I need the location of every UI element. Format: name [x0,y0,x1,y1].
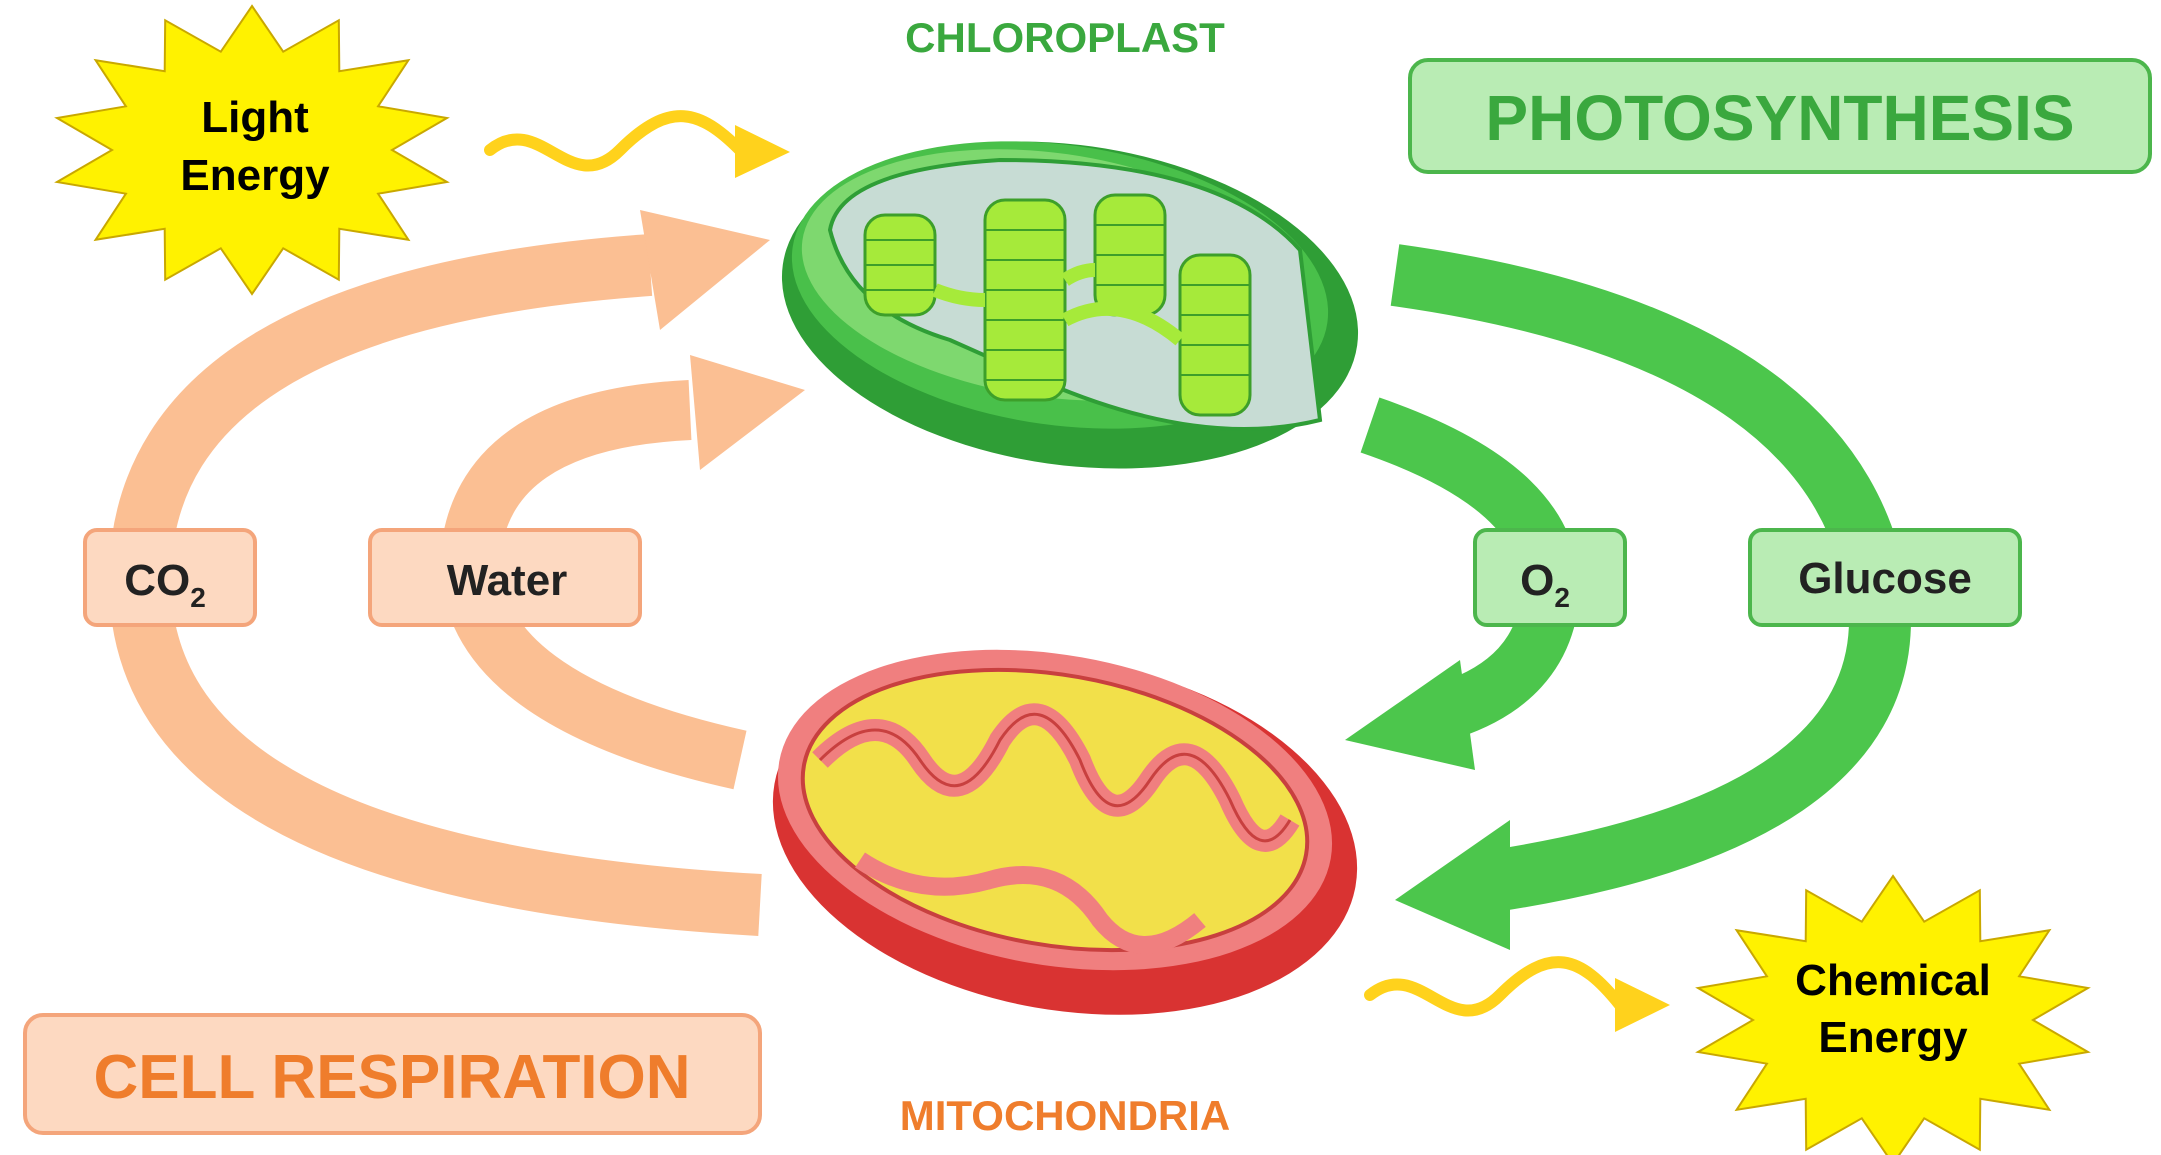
glucose-box: Glucose [1748,528,2022,627]
o2-label: O [1520,556,1554,605]
light-energy-star: Light Energy [54,4,450,296]
light-energy-label-line2: Energy [180,151,330,200]
photosynthesis-label: PHOTOSYNTHESIS [1485,82,2074,154]
chemical-wave-arrow [1364,956,1670,1032]
light-wave-arrow [484,110,790,178]
mitochondria-illustration [772,649,1358,1015]
svg-text:CO2: CO2 [124,556,206,613]
photosynthesis-box: PHOTOSYNTHESIS [1408,58,2152,174]
light-energy-label-line1: Light [201,93,309,142]
chloroplast-illustration [781,141,1359,469]
o2-subscript: 2 [1554,582,1570,613]
cell-respiration-label: CELL RESPIRATION [93,1043,690,1112]
chloroplast-label: CHLOROPLAST [905,14,1225,61]
mitochondria-label: MITOCHONDRIA [900,1092,1231,1139]
co2-label: CO [124,556,190,605]
glucose-label: Glucose [1798,554,1972,603]
chemical-energy-star: Chemical Energy [1695,874,2091,1155]
co2-box: CO2 [83,528,257,627]
water-box: Water [368,528,642,627]
chemical-energy-label-line2: Energy [1818,1013,1968,1062]
chemical-energy-label-line1: Chemical [1795,956,1991,1005]
water-label: Water [447,556,568,605]
o2-box: O2 [1473,528,1627,627]
svg-text:O2: O2 [1520,556,1570,613]
co2-subscript: 2 [190,582,206,613]
cell-respiration-box: CELL RESPIRATION [23,1013,762,1135]
